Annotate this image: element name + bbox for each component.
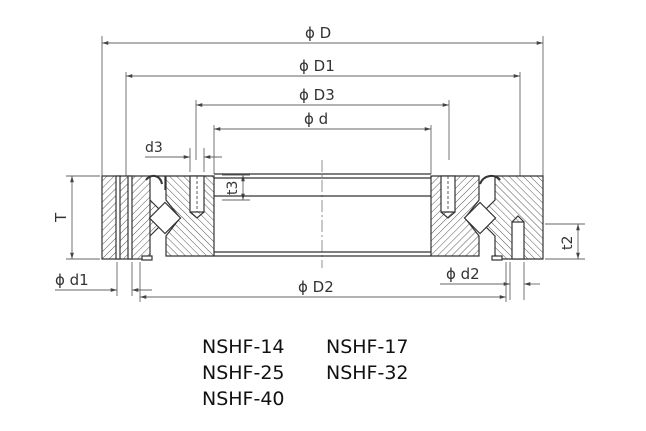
left-roller [148, 201, 182, 235]
label-d: ϕ d [304, 110, 328, 128]
model-label: NSHF-14 [202, 336, 285, 358]
label-t3: t3 [225, 181, 241, 195]
model-label: NSHF-25 [202, 362, 285, 384]
label-d1: ϕ d1 [55, 271, 89, 289]
label-D: ϕ D [305, 24, 331, 42]
label-D2: ϕ D2 [298, 278, 334, 296]
label-d2: ϕ d2 [446, 265, 480, 283]
right-outer-ring [476, 174, 544, 260]
label-D1: ϕ D1 [299, 57, 335, 75]
label-D3: ϕ D3 [299, 86, 335, 104]
label-t2: t2 [560, 236, 576, 250]
dimension-labels: ϕ D ϕ D1 ϕ D3 ϕ d d3 t3 T t2 ϕ d1 ϕ d2 ϕ… [52, 24, 576, 296]
right-roller [463, 201, 497, 235]
bearing-section [101, 173, 544, 261]
model-label: NSHF-32 [326, 362, 409, 384]
model-label: NSHF-17 [326, 336, 409, 358]
dimension-lines [55, 36, 585, 302]
right-inner-ring [430, 175, 480, 257]
label-d3: d3 [145, 140, 163, 156]
left-inner-ring [165, 175, 215, 257]
label-T: T [52, 212, 70, 223]
model-label: NSHF-40 [202, 388, 285, 410]
